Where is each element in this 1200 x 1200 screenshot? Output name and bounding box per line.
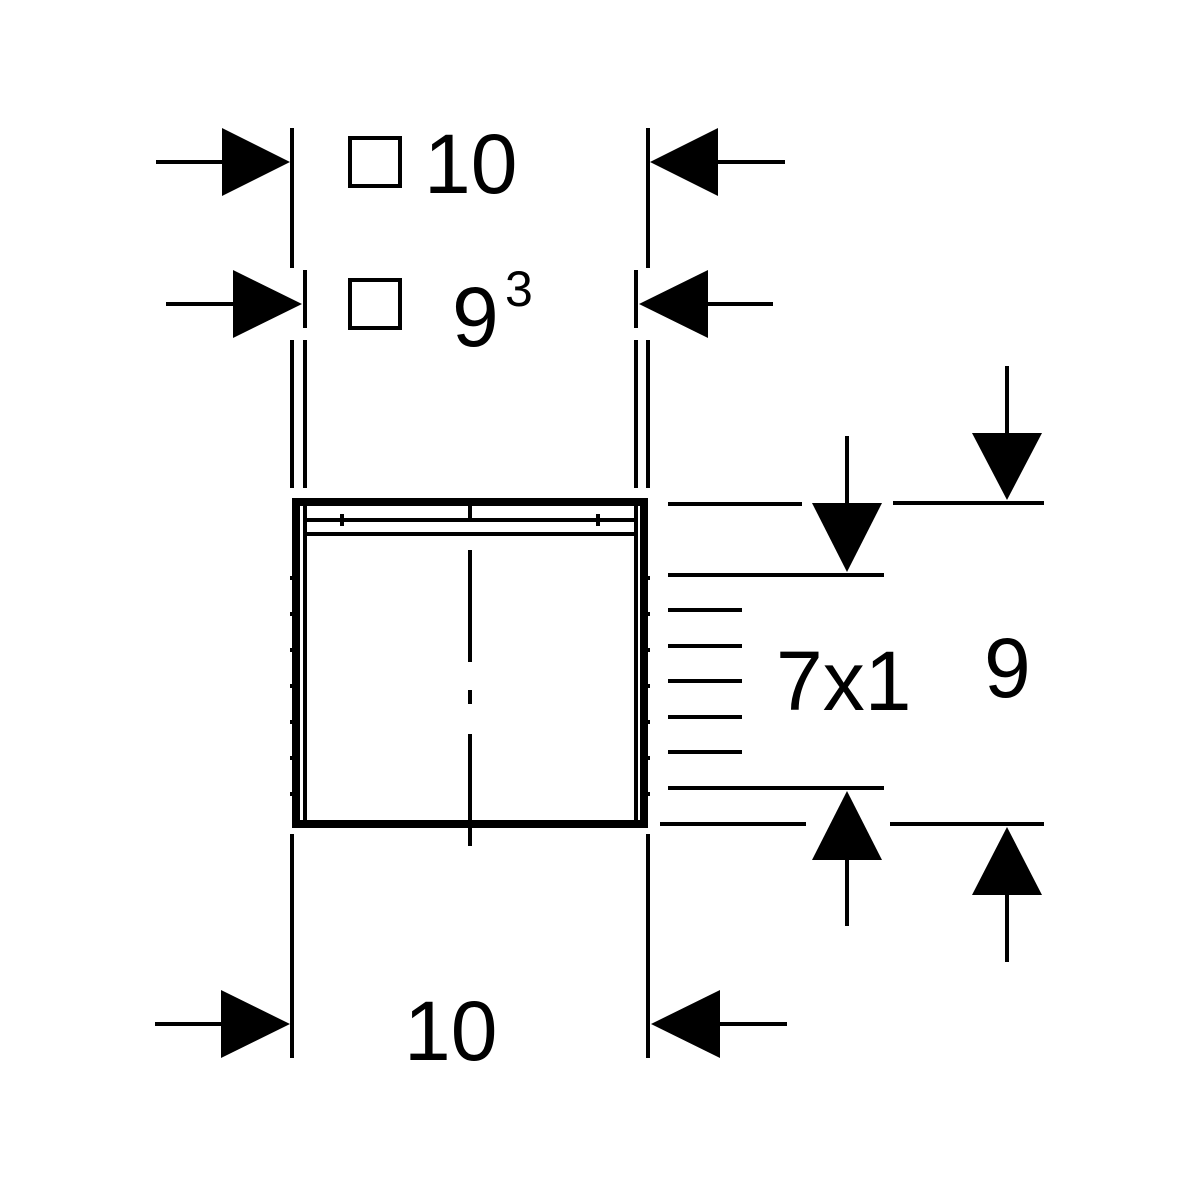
square-symbol-icon <box>348 136 402 188</box>
screw-right-icon <box>584 514 612 526</box>
screw-left-icon <box>328 514 356 526</box>
thread-value: 7x1 <box>776 634 911 728</box>
height-dimension: 9 <box>660 366 1044 962</box>
thread-dimension: 7x1 <box>668 436 911 926</box>
arrow-right-icon <box>221 990 290 1058</box>
thread-notches-left <box>290 576 300 796</box>
arrow-left-icon <box>639 270 708 338</box>
arrow-left-icon <box>650 128 718 196</box>
top-outer-value: 10 <box>424 117 517 211</box>
bottom-width-value: 10 <box>404 984 497 1078</box>
top-outer-dimension: 10 <box>156 117 785 268</box>
top-inner-dimension: 9 3 <box>166 261 773 364</box>
arrow-down-icon <box>812 503 882 572</box>
side-extension-lines <box>290 340 650 488</box>
top-inner-superscript: 3 <box>505 261 533 317</box>
arrow-right-icon <box>222 128 290 196</box>
bottom-width-dimension: 10 <box>155 834 787 1078</box>
square-symbol-icon <box>348 278 402 330</box>
top-inner-value: 9 <box>452 270 499 364</box>
arrow-up-icon <box>812 791 882 860</box>
arrow-left-icon <box>651 990 720 1058</box>
part-body <box>290 498 650 846</box>
height-value: 9 <box>984 621 1031 715</box>
arrow-right-icon <box>233 270 302 338</box>
thread-notches-right <box>640 576 650 796</box>
arrow-up-icon <box>972 827 1042 895</box>
arrow-down-icon <box>972 433 1042 500</box>
